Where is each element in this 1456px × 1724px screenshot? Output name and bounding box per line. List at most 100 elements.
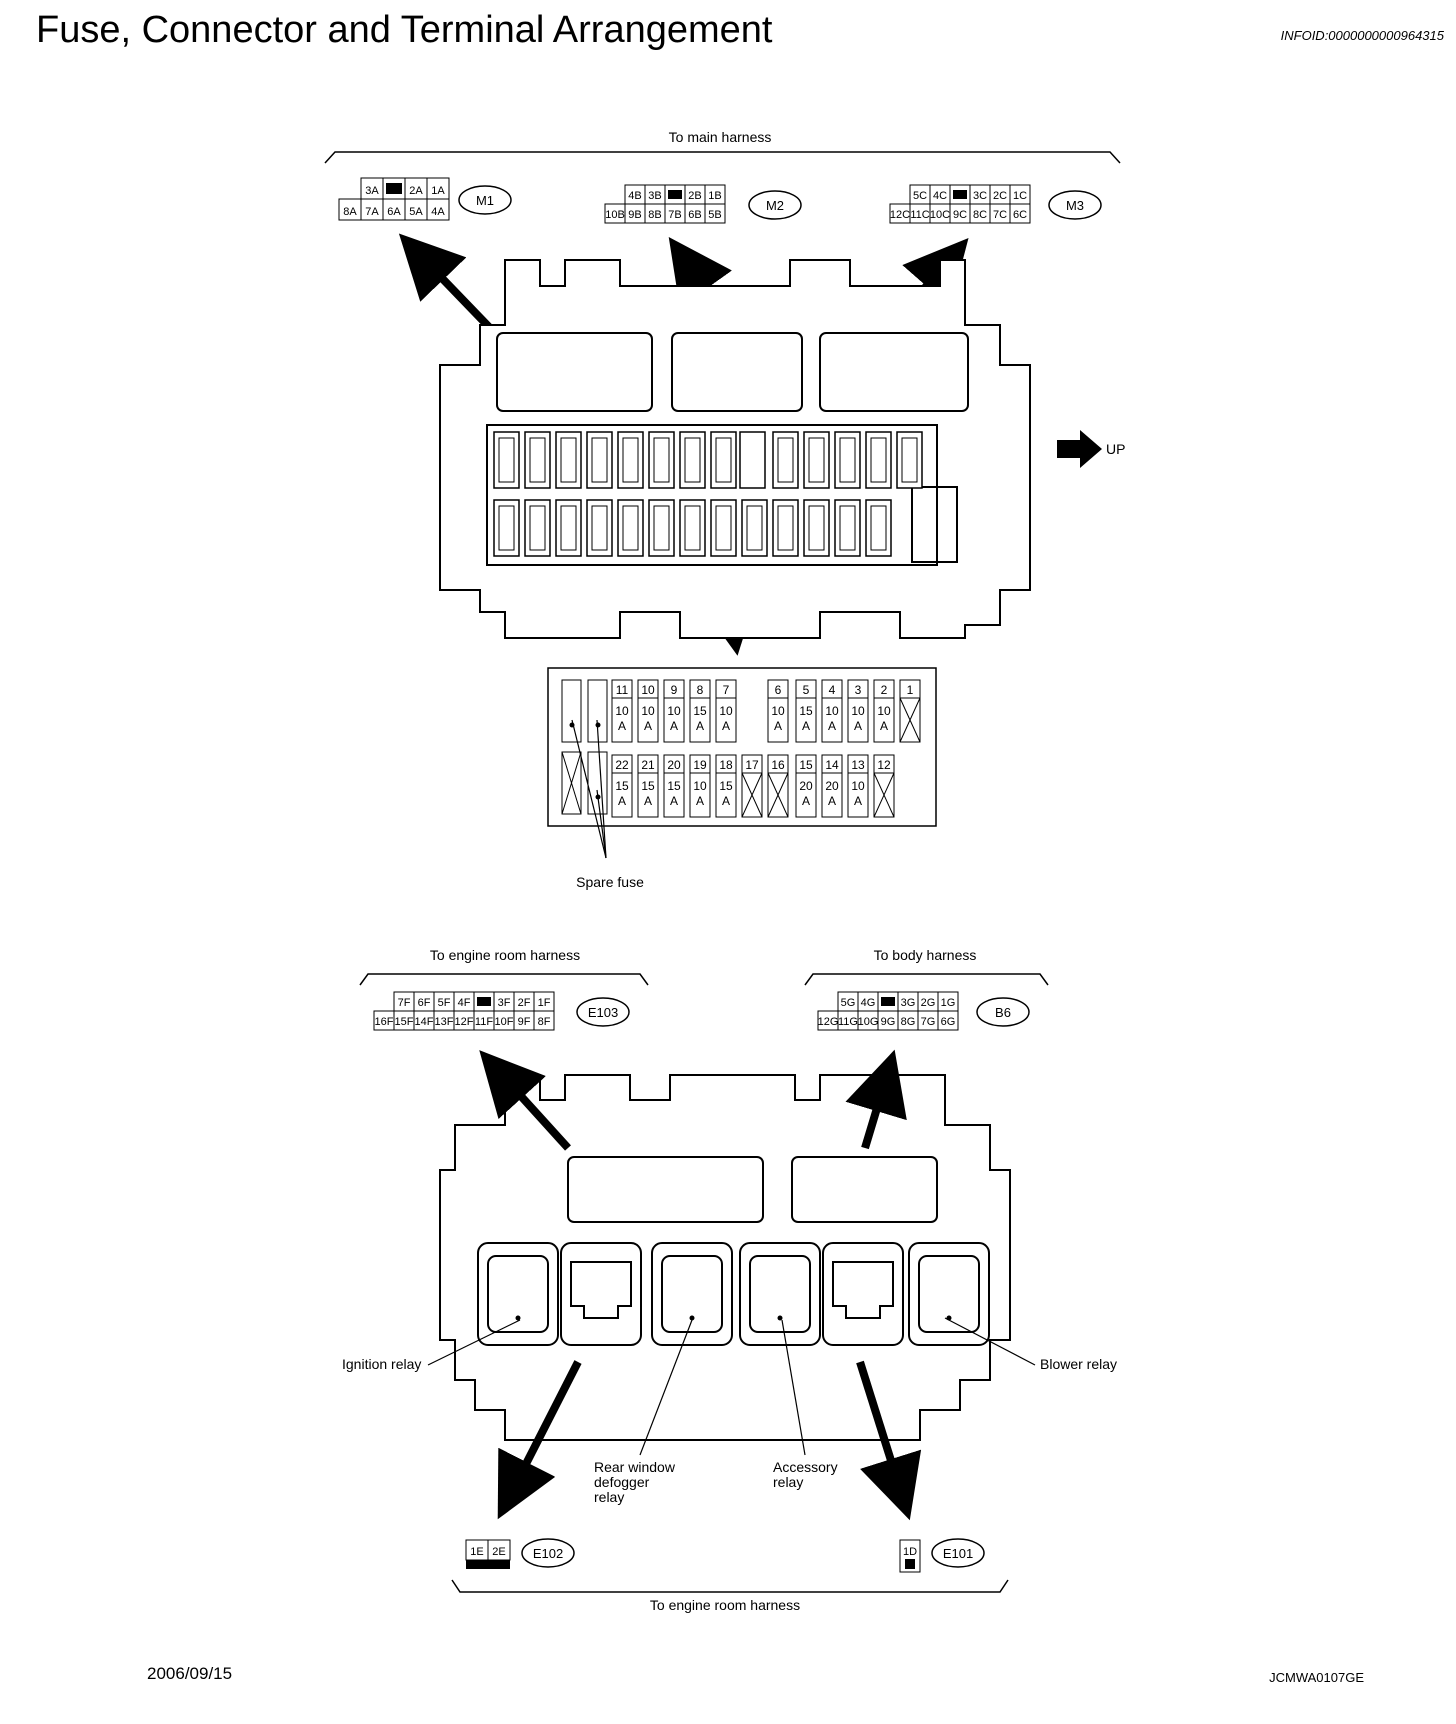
fuse-slot-inner <box>529 505 546 551</box>
connector-terminal-label: 8F <box>538 1016 551 1028</box>
fuse-slot-inner <box>591 505 608 551</box>
connector-terminal-label: 2A <box>409 185 423 197</box>
fuse-number: 15 <box>799 758 813 772</box>
relay-socket-inner <box>570 1261 632 1319</box>
fuse-slot <box>648 431 675 489</box>
fuse-slot-inner <box>560 505 577 551</box>
fuse-amperage-unit: A <box>670 794 678 808</box>
fuse-amperage-unit: A <box>696 719 704 733</box>
fuse-amperage-unit: A <box>696 794 704 808</box>
fuse-slot <box>617 431 644 489</box>
fuse-slot-inner <box>808 437 825 483</box>
connector-terminal-label: 1A <box>431 185 445 197</box>
engine-harness-label-top: To engine room harness <box>429 947 581 963</box>
fuse-slot <box>772 431 799 489</box>
relay-dot <box>515 1315 521 1321</box>
main-harness-label: To main harness <box>668 129 772 145</box>
fuse-body <box>611 772 633 818</box>
fuse-amperage-unit: A <box>722 794 730 808</box>
fuse-slot <box>710 431 737 489</box>
connector-terminal-label: 5G <box>841 997 856 1009</box>
fuse-slot-inner <box>777 437 794 483</box>
fuse-amperage-unit: A <box>880 719 888 733</box>
fuse-slot <box>586 499 613 557</box>
fuse-number: 22 <box>615 758 629 772</box>
connector-terminal-label: 11G <box>838 1016 858 1028</box>
connector-id-oval <box>458 185 512 215</box>
fuse-slot <box>739 431 766 489</box>
connector-terminal-label: 11C <box>910 209 929 221</box>
connector-terminal-label: 10B <box>605 209 625 221</box>
connector-bar <box>905 1559 915 1569</box>
fuse-slot <box>586 431 613 489</box>
fuse-number: 21 <box>641 758 655 772</box>
spare-fuse-slot <box>587 679 608 743</box>
fuse-amperage-unit: A <box>670 719 678 733</box>
fuse-detail: 1110A1010A910A815A710A610A515A410A310A21… <box>561 679 921 818</box>
fuse-number: 13 <box>851 758 865 772</box>
fuse-amperage-unit: A <box>854 719 862 733</box>
footer-code: JCMWA0107GE <box>1269 1670 1364 1685</box>
fuse-number: 9 <box>671 683 678 697</box>
relay-socket-inner <box>749 1255 811 1333</box>
connector-cell <box>1009 203 1031 224</box>
relay-socket <box>477 1242 559 1346</box>
fuse-number: 19 <box>693 758 707 772</box>
fuse-amperage: 20 <box>825 779 839 793</box>
fuse-number: 4 <box>829 683 836 697</box>
body-harness-bracket <box>804 973 1049 986</box>
connector-terminal-label: 14F <box>415 1016 434 1028</box>
up-arrow-icon <box>1057 430 1102 468</box>
connector-id-oval <box>976 997 1030 1027</box>
connector-terminal-label: 11F <box>475 1016 493 1028</box>
fuse-amperage-unit: A <box>802 719 810 733</box>
fuse-amperage-unit: A <box>644 719 652 733</box>
fuse-amperage: 10 <box>851 779 865 793</box>
connector-id-label: E101 <box>943 1546 973 1561</box>
connector-id-label: M3 <box>1066 198 1084 213</box>
connector-id-oval <box>931 1538 985 1568</box>
connector-terminal-label: 15F <box>395 1016 414 1028</box>
fuse-number: 11 <box>616 683 629 697</box>
connector-terminal-label: 8G <box>901 1016 916 1028</box>
connector-terminal-label: 10C <box>930 209 950 221</box>
connector-blank-cell <box>477 997 491 1006</box>
page-title: Fuse, Connector and Terminal Arrangement <box>36 9 773 51</box>
fuse-slot-inner <box>746 505 763 551</box>
connector-terminal-label: 1G <box>941 997 956 1009</box>
fuse-amperage-unit: A <box>828 794 836 808</box>
footer-date: 2006/09/15 <box>147 1664 233 1683</box>
fuse-body <box>715 697 737 743</box>
fuse-body <box>663 697 685 743</box>
connector-terminal-label: 1E <box>470 1546 483 1558</box>
fuse-number: 10 <box>641 683 655 697</box>
connector-terminal-label: 1B <box>708 190 721 202</box>
fuse-slot <box>896 431 923 489</box>
connector-terminal-label: 5F <box>438 997 451 1009</box>
connector-terminal-label: 12C <box>890 209 910 221</box>
fuse-slot-inner <box>653 505 670 551</box>
connector-terminal-label: 2B <box>688 190 701 202</box>
fuse-number: 14 <box>825 758 839 772</box>
fuse-slot-inner <box>498 505 515 551</box>
ignition-relay-label: Ignition relay <box>342 1356 422 1372</box>
connector-sockets-top <box>486 332 969 566</box>
fuse-slot-inner <box>808 505 825 551</box>
connector-terminal-label: 3C <box>973 190 987 202</box>
connector-terminal-label: 1C <box>1013 190 1027 202</box>
connector-cell <box>704 203 726 224</box>
connector-terminal-label: 10G <box>858 1016 879 1028</box>
connector-terminal-label: 7G <box>921 1016 936 1028</box>
connector-id-oval <box>576 997 630 1027</box>
relay-dot <box>777 1315 783 1321</box>
fuse-slot-inner <box>560 437 577 483</box>
connector-blank-cell <box>953 190 967 199</box>
fuse-amperage-unit: A <box>618 719 626 733</box>
fuse-slot <box>679 499 706 557</box>
info-id: INFOID:0000000000964315 <box>1280 28 1444 43</box>
relay-socket-inner <box>918 1255 980 1333</box>
connector-cell <box>426 198 450 221</box>
